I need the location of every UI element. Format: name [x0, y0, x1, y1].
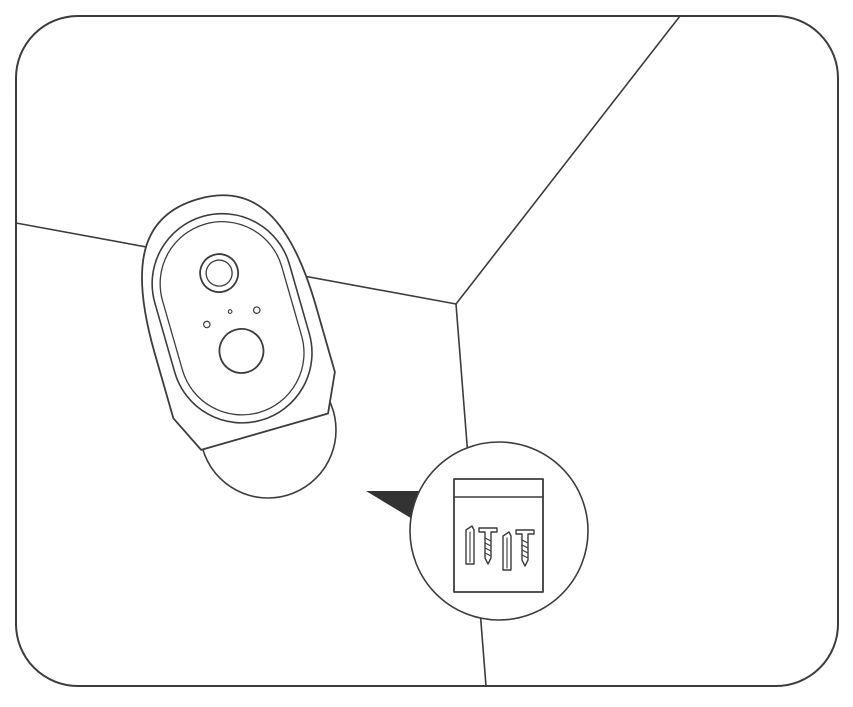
wall-anchor-icon	[502, 531, 512, 571]
camera-lens-inner	[205, 259, 233, 287]
wall-anchor-icon	[465, 525, 475, 565]
screw-icon	[478, 527, 498, 565]
pir-sensor	[218, 328, 265, 374]
sensor-dot-right	[252, 306, 261, 314]
sensor-dot-left	[203, 320, 211, 329]
ceiling-right-edge	[455, 15, 681, 305]
bag-outline	[453, 478, 544, 593]
camera-housing	[141, 194, 336, 451]
screw-bag-icon	[453, 478, 544, 593]
camera-lens	[199, 253, 240, 293]
security-camera-icon	[141, 194, 336, 451]
camera-front-ring-inner	[159, 221, 305, 416]
sensor-dot-center	[227, 309, 233, 314]
screw-icon	[515, 529, 535, 567]
accessory-callout	[409, 441, 589, 621]
camera-front-ring-outer	[151, 212, 313, 424]
wall-corner-lines	[15, 15, 681, 687]
rounded-frame	[15, 15, 839, 687]
callout-circle	[409, 441, 589, 621]
